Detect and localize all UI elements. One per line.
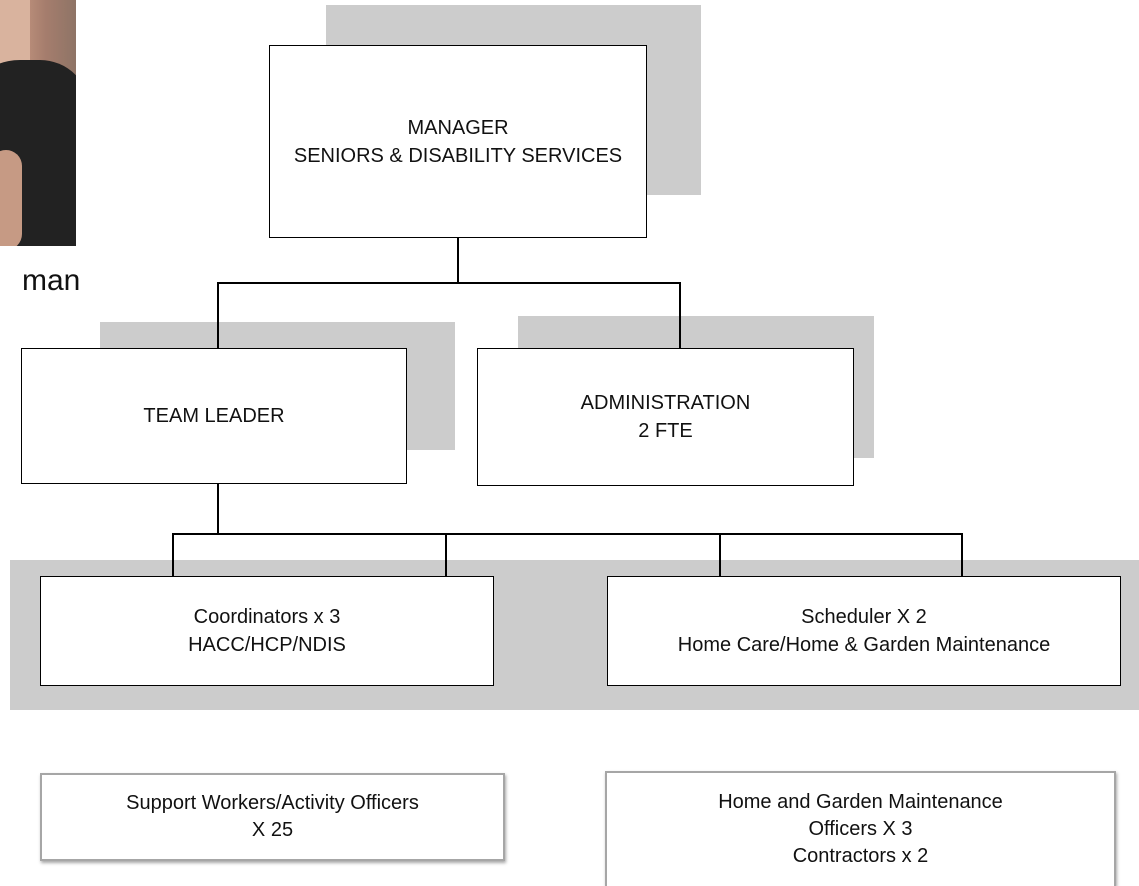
team-leader-title: TEAM LEADER [143,405,285,427]
person-photo [0,0,76,246]
connector-team-leader-up [217,282,219,348]
support-workers-title: Support Workers/Activity Officers [126,792,419,814]
home-garden-officers: Officers X 3 [808,818,913,840]
connector-drop-3 [719,533,721,576]
manager-title: MANAGER [407,116,509,139]
connector-manager-down [457,238,459,283]
scheduler-areas: Home Care/Home & Garden Maintenance [677,634,1051,656]
connector-drop-4 [961,533,963,576]
support-workers-box: Support Workers/Activity Officers X 25 [40,773,505,861]
coordinators-programs: HACC/HCP/NDIS [188,634,346,656]
administration-box: ADMINISTRATION 2 FTE [477,348,854,486]
administration-fte: 2 FTE [638,420,693,442]
scheduler-box: Scheduler X 2 Home Care/Home & Garden Ma… [607,576,1121,686]
connector-drop-1 [172,533,174,576]
team-leader-box: TEAM LEADER [21,348,407,484]
caption-fragment: man [22,264,81,297]
manager-box: MANAGER SENIORS & DISABILITY SERVICES [269,45,647,238]
home-garden-title: Home and Garden Maintenance [718,791,1003,813]
coordinators-box: Coordinators x 3 HACC/HCP/NDIS [40,576,494,686]
home-garden-box: Home and Garden Maintenance Officers X 3… [605,771,1116,886]
manager-subtitle: SENIORS & DISABILITY SERVICES [293,144,623,167]
scheduler-title: Scheduler X 2 [801,606,927,628]
administration-title: ADMINISTRATION [580,392,751,414]
connector-drop-2 [445,533,447,576]
connector-team-leader-down [217,484,219,534]
connector-top-horizontal [217,282,680,284]
connector-bottom-horizontal [172,533,962,535]
home-garden-contractors: Contractors x 2 [792,845,929,867]
support-workers-count: X 25 [251,819,294,841]
coordinators-title: Coordinators x 3 [193,606,341,628]
connector-administration-up [679,282,681,348]
